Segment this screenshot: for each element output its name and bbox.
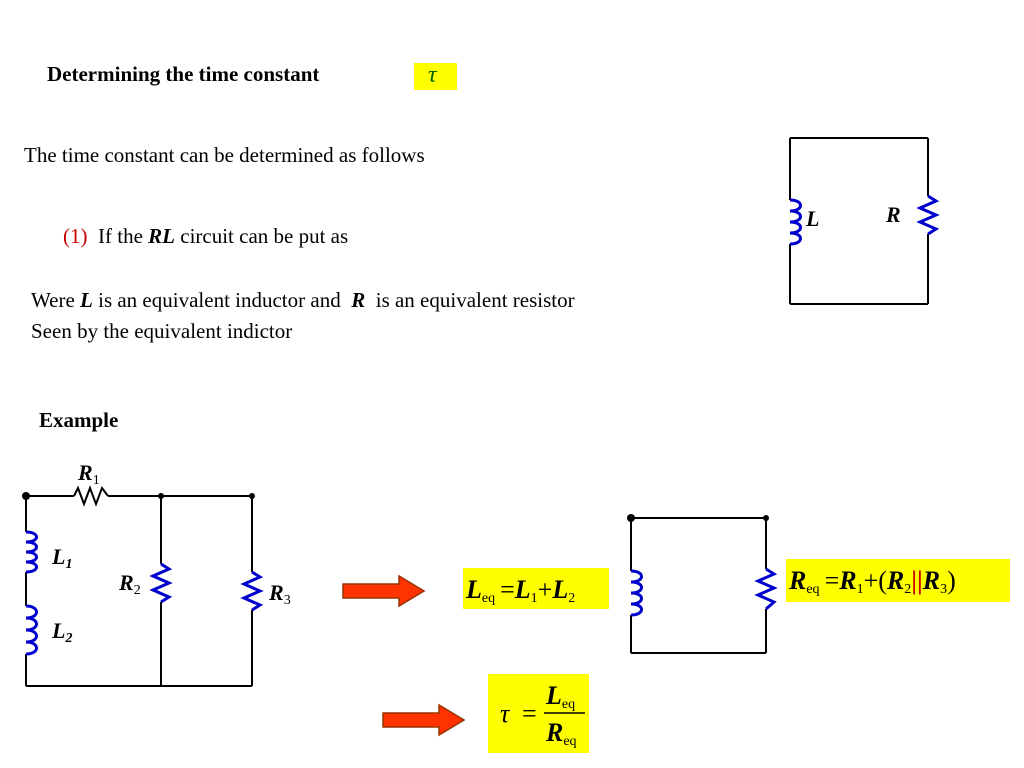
r3-zigzag — [240, 570, 264, 612]
l2-label: L2 — [51, 618, 72, 646]
arrow-right-icon — [342, 574, 426, 608]
expl-R: R — [351, 288, 366, 312]
r2-label: R2 — [118, 570, 141, 598]
page-title: Determining the time constant — [47, 62, 320, 86]
req-equation: Req=R1+(R2||R3) — [786, 559, 1010, 602]
example-heading: Example — [39, 408, 119, 432]
simple-rl-circuit: L R — [789, 137, 940, 305]
tau-denominator: Req — [545, 718, 577, 749]
tau-equation: τ = Leq Req — [488, 674, 589, 753]
expl-were: Were — [31, 288, 81, 312]
l1-coil — [25, 530, 38, 574]
l1-label: L1 — [51, 544, 72, 572]
explanation-line-2: Seen by the equivalent indictor — [31, 319, 293, 343]
tau-symbol: τ — [428, 62, 437, 88]
leq-equation: Leq=L1+L2 — [463, 568, 609, 609]
l2-coil — [25, 604, 38, 656]
tau-highlight: τ — [414, 62, 457, 90]
equivalent-circuit — [627, 514, 778, 654]
req-formula: Req=R1+(R2||R3) — [788, 566, 956, 597]
tau-numerator: Leq — [545, 681, 575, 712]
step-rl: RL — [148, 224, 175, 248]
r1-label: R1 — [77, 460, 100, 488]
intro-line: The time constant can be determined as f… — [24, 143, 425, 167]
r2-zigzag — [149, 562, 173, 604]
simple-R-label: R — [885, 202, 901, 227]
expl-mid1: is an equivalent inductor and — [92, 288, 352, 312]
req-zigzag — [754, 567, 778, 611]
inductor-coil — [789, 198, 802, 246]
r3-label: R3 — [268, 580, 291, 608]
tau-lhs: τ — [500, 699, 511, 728]
r1-zigzag — [73, 485, 109, 507]
explanation-line-1: Were L is an equivalent inductor and R i… — [31, 288, 575, 313]
leq-formula: Leq=L1+L2 — [465, 575, 575, 606]
example-circuit: R1 L1 L2 R2 R3 — [22, 460, 291, 687]
expl-L: L — [80, 288, 93, 312]
step-text-a: If the — [87, 224, 149, 248]
expl-mid2: is an equivalent resistor — [365, 288, 575, 312]
arrow-right-icon-2 — [382, 703, 466, 737]
step-number: (1) — [63, 224, 88, 248]
leq-coil — [630, 569, 643, 617]
step-text-b: circuit can be put as — [175, 224, 349, 248]
step-one-line: (1) If the RL circuit can be put as — [63, 224, 348, 249]
tau-equals: = — [522, 699, 537, 728]
resistor-zigzag — [916, 194, 940, 236]
simple-L-label: L — [805, 206, 819, 231]
